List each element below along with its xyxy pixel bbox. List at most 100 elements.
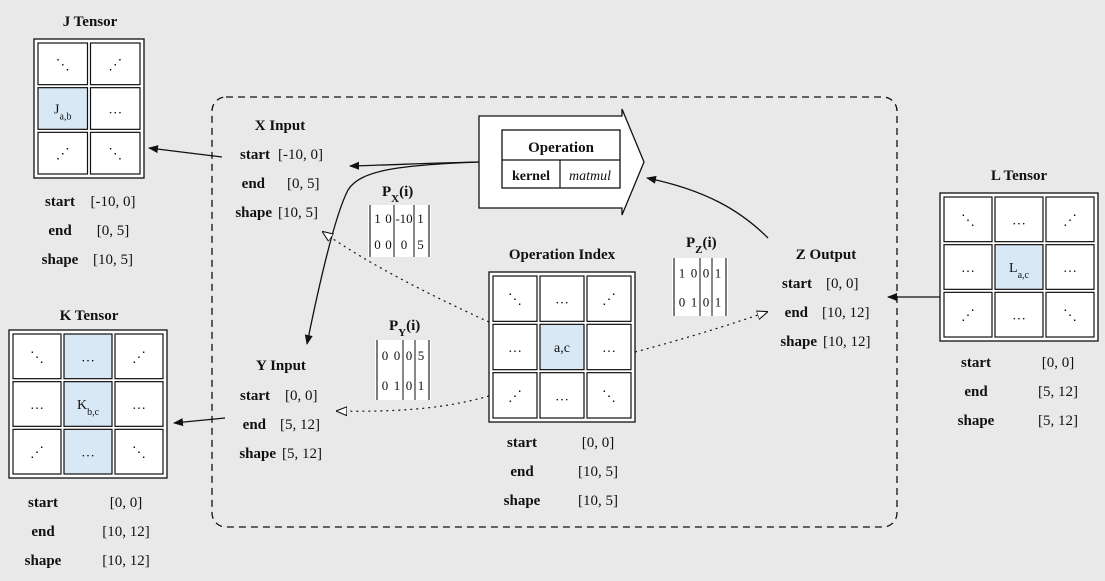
arrow-x-to-j <box>148 145 223 158</box>
matrix-entry: 0 <box>679 295 686 310</box>
k-shape-value: [10, 12] <box>102 553 150 569</box>
arrow-z-to-op <box>646 175 769 239</box>
grid-cell <box>586 275 632 322</box>
operation-index-title: Operation Index <box>509 247 616 263</box>
grid-cell-text: … <box>961 261 975 276</box>
grid-cell-text: … <box>555 389 569 404</box>
k-start-label: start <box>28 495 58 511</box>
grid-cell-text: ⋰ <box>30 446 44 461</box>
grid-cell <box>586 323 632 371</box>
grid-cell-text: ⋱ <box>961 213 975 228</box>
grid-cell-text: … <box>1063 261 1077 276</box>
k-tensor-grid: ⋱…⋰…Kb,c…⋰…⋱ <box>8 329 168 479</box>
grid-cell-text: … <box>30 398 44 413</box>
operation-boundary <box>211 96 898 528</box>
grid-cell <box>114 333 164 380</box>
x-start-value: [-10, 0] <box>278 147 323 163</box>
matrix-entry: 1 <box>691 295 698 310</box>
y-start-value: [0, 0] <box>285 388 318 404</box>
dotted-index-to-z <box>634 312 767 353</box>
j-shape-value: [10, 5] <box>93 252 133 268</box>
grid-cell <box>1045 196 1095 243</box>
grid-cell-text: … <box>108 103 122 118</box>
matrix-entry: 0 <box>385 211 392 226</box>
op-index-shape-label: shape <box>504 493 541 509</box>
grid-cell-text: ⋱ <box>1063 309 1077 324</box>
y-input: Y Input start [0, 0] end [5, 12] shape [… <box>239 358 322 462</box>
z-end-label: end <box>785 305 809 321</box>
grid-cell-text: ⋰ <box>508 389 522 404</box>
grid-cell <box>1045 244 1095 290</box>
grid-cell-text: … <box>508 341 522 356</box>
matrix-entry: 0 <box>406 348 413 363</box>
z-output-title: Z Output <box>796 247 856 263</box>
matrix-entry: 1 <box>374 211 381 226</box>
px-label: PX(i) <box>382 184 413 205</box>
matrix-entry: 0 <box>382 378 389 393</box>
grid-cell-text: ⋱ <box>132 446 146 461</box>
op-index-start-value: [0, 0] <box>582 435 615 451</box>
grid-cell <box>586 372 632 419</box>
grid-cell-text: … <box>1012 309 1026 324</box>
operation-title: Operation <box>528 140 594 156</box>
x-end-value: [0, 5] <box>287 176 320 192</box>
grid-cell <box>994 196 1044 243</box>
op-index-start-label: start <box>507 435 537 451</box>
grid-cell <box>89 131 141 175</box>
op-index-end-value: [10, 5] <box>578 464 618 480</box>
matrix-entry: 0 <box>691 266 698 281</box>
l-end-label: end <box>964 384 988 400</box>
matrix-entry: 5 <box>417 237 424 252</box>
grid-cell <box>114 381 164 427</box>
l-shape-label: shape <box>958 413 995 429</box>
matrix-entry: 0 <box>382 348 389 363</box>
matrix-entry: 1 <box>715 266 722 281</box>
grid-cell-text: ⋰ <box>132 350 146 365</box>
x-end-label: end <box>242 176 266 192</box>
l-tensor: L Tensor ⋱…⋰…La,c…⋰…⋱ start [0, 0] end [… <box>939 168 1099 429</box>
grid-cell <box>114 428 164 475</box>
l-shape-value: [5, 12] <box>1038 413 1078 429</box>
grid-cell <box>1045 291 1095 338</box>
grid-cell <box>37 42 89 86</box>
pz-label: PZ(i) <box>686 235 717 256</box>
grid-cell <box>943 244 993 290</box>
x-input-title: X Input <box>255 118 305 134</box>
grid-cell <box>89 42 141 86</box>
k-shape-label: shape <box>25 553 62 569</box>
grid-cell <box>994 291 1044 338</box>
kernel-value: matmul <box>569 169 611 184</box>
matrix-entry: 1 <box>418 378 425 393</box>
operation-table <box>501 129 621 189</box>
grid-cell <box>539 275 585 322</box>
z-shape-value: [10, 12] <box>823 334 871 350</box>
grid-cell <box>994 244 1044 290</box>
grid-cell-text: a,c <box>554 341 570 356</box>
grid-cell-text: … <box>602 341 616 356</box>
k-end-label: end <box>31 524 55 540</box>
y-shape-label: shape <box>239 446 276 462</box>
grid-cell <box>943 291 993 338</box>
x-start-label: start <box>240 147 270 163</box>
operation-block: Operation kernel matmul <box>478 108 645 216</box>
l-start-label: start <box>961 355 991 371</box>
grid-cell-text: ⋱ <box>108 147 122 162</box>
matrix-entry: -10 <box>395 211 412 226</box>
grid-cell <box>37 131 89 175</box>
grid-cell <box>63 333 113 380</box>
grid-cell <box>63 428 113 475</box>
grid-cell <box>539 323 585 371</box>
matrix-entry: 1 <box>417 211 424 226</box>
z-output: Z Output start [0, 0] end [10, 12] shape… <box>780 247 870 350</box>
z-start-value: [0, 0] <box>826 276 859 292</box>
op-index-end-label: end <box>510 464 534 480</box>
grid-cell <box>89 87 141 130</box>
z-start-label: start <box>782 276 812 292</box>
x-input: X Input start [-10, 0] end [0, 5] shape … <box>235 118 323 221</box>
y-input-title: Y Input <box>256 358 306 374</box>
matrix-entry: 5 <box>418 348 425 363</box>
y-end-value: [5, 12] <box>280 417 320 433</box>
grid-cell <box>539 372 585 419</box>
